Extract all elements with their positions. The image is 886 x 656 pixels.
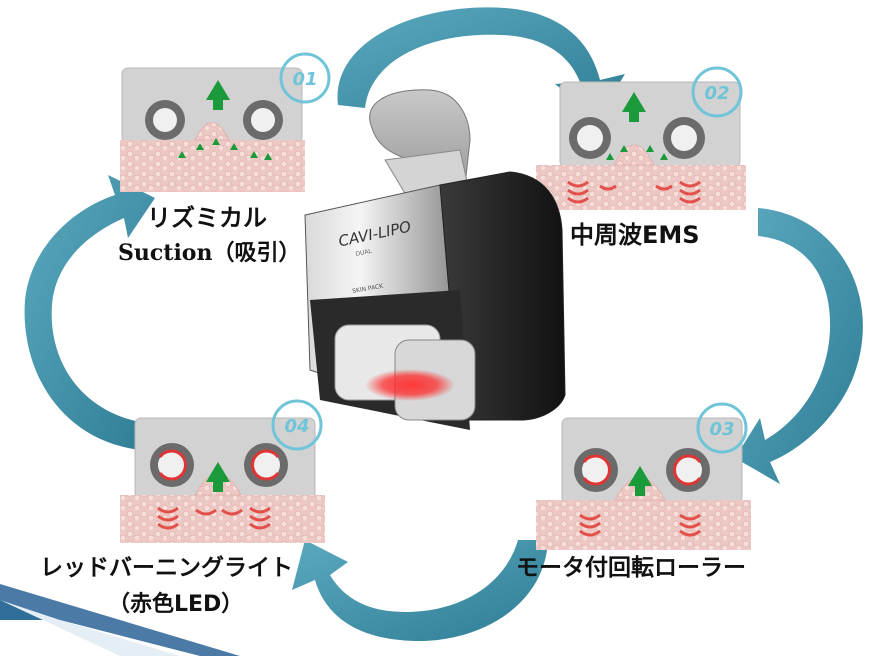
step-04-sublabel: （赤色LED） (108, 592, 244, 617)
up-arrow-icon (206, 80, 230, 110)
rotation-icon (673, 454, 702, 486)
arrow-03-to-04 (292, 540, 548, 642)
step-01-sublabel: Suction（吸引） (118, 240, 301, 266)
step-03-panel: 03 (536, 402, 751, 550)
step-01-number: 01 (292, 69, 317, 90)
cavi-lipo-device: CAVI-LIPO DUAL SKIN PACK (304, 89, 566, 430)
up-arrow-icon (628, 466, 652, 496)
step-03-label: モータ付回転ローラー (516, 555, 746, 581)
step-02-number: 02 (704, 83, 729, 104)
rotation-icon (158, 449, 187, 481)
step-03-badge (696, 402, 748, 454)
rotation-icon (582, 454, 611, 486)
step-02-badge (691, 66, 743, 118)
arrow-01-to-02 (337, 7, 625, 118)
step-02-label: 中周波EMS (570, 221, 700, 249)
corner-stripes (0, 584, 240, 656)
step-04-badge (271, 399, 323, 451)
red-led-glow (365, 369, 455, 401)
step-04-panel: 04 (120, 399, 325, 543)
cycle-arrows (24, 7, 863, 642)
step-01-badge (279, 52, 331, 104)
up-arrow-icon (206, 462, 230, 492)
step-01-label: リズミカル (147, 204, 267, 232)
arrow-02-to-03 (735, 208, 863, 484)
step-04-label: レッドバーニングライト (40, 555, 293, 581)
arrow-04-to-01 (24, 175, 156, 450)
up-arrow-icon (622, 92, 646, 122)
step-03-number: 03 (709, 419, 734, 440)
device-model-line: DUAL (355, 248, 373, 258)
step-01-panel: 01 (120, 52, 331, 192)
step-04-number: 04 (284, 416, 309, 437)
step-02-panel: 02 (536, 66, 746, 210)
rotation-icon (251, 449, 280, 481)
